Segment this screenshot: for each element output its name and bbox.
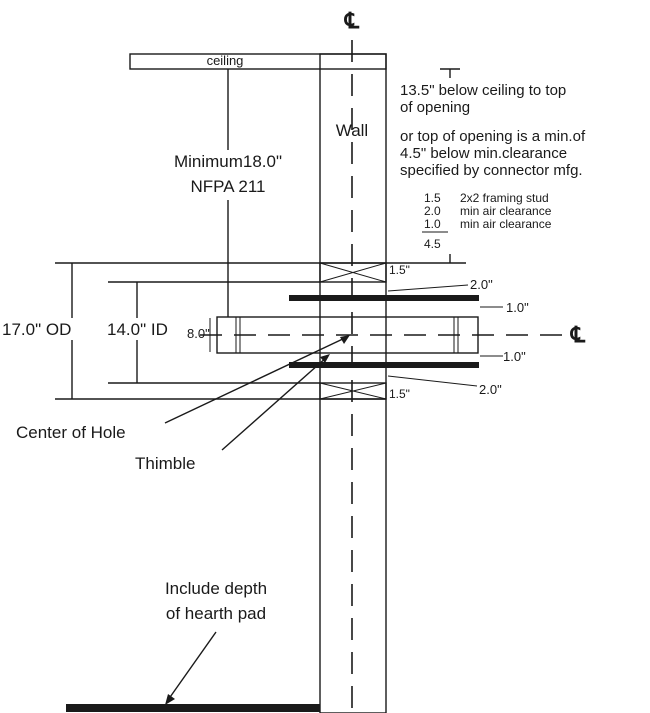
id-label-bg	[106, 318, 182, 340]
breakdown-bg	[420, 188, 620, 254]
breakdown-desc-2: min air clearance	[460, 204, 552, 218]
ceiling-label: ceiling	[207, 53, 244, 68]
framing-stud-bottom	[319, 382, 387, 400]
pipe-label-bg	[186, 324, 216, 342]
center-hole-label: Center of Hole	[16, 423, 126, 442]
center-hole-leader	[164, 336, 348, 424]
right-centerline-symbol: ℄	[570, 322, 586, 347]
hearth-line1: Include depth	[165, 579, 267, 598]
gap-top-label: 1.0"	[506, 300, 529, 315]
breakdown-total: 4.5	[424, 237, 441, 251]
thimble-plate-bottom	[289, 362, 479, 368]
air-top-label: 2.0"	[470, 277, 493, 292]
top-note-line3: or top of opening is a min.of	[400, 128, 586, 145]
air-bottom-label: 2.0"	[479, 382, 502, 397]
pipe-diameter-label: 8.0"	[187, 326, 210, 341]
wall-label: Wall	[336, 121, 368, 140]
id-label: 14.0" ID	[107, 320, 168, 339]
hearth-arrowhead	[165, 694, 175, 705]
top-note-line4: 4.5" below min.clearance	[400, 145, 567, 162]
thimble-label: Thimble	[135, 454, 195, 473]
thimble-plate-top	[289, 295, 479, 301]
od-label: 17.0" OD	[2, 320, 71, 339]
breakdown-value-1: 1.5	[424, 191, 441, 205]
hearth-line2: of hearth pad	[166, 604, 266, 623]
od-label-bg	[0, 318, 104, 340]
air-top-leader	[387, 284, 469, 292]
hearth-pad	[66, 704, 320, 712]
top-note-line2: of opening	[400, 99, 470, 116]
thimble-arrowhead	[320, 354, 330, 363]
breakdown-desc-1: 2x2 framing stud	[460, 191, 549, 205]
top-note-bg	[397, 78, 649, 188]
center-hole-arrowhead	[340, 335, 350, 344]
thimble-leader	[221, 356, 328, 451]
stud-top-label: 1.5"	[389, 263, 410, 277]
min-clearance-line2: NFPA 211	[191, 177, 266, 196]
min-clearance-label-bg	[150, 150, 310, 200]
hearth-leader	[167, 631, 217, 701]
air-bottom-leader	[387, 375, 478, 387]
gap-bottom-label: 1.0"	[503, 349, 526, 364]
top-centerline-symbol: ℄	[344, 8, 360, 33]
top-note-line1: 13.5" below ceiling to top	[400, 82, 566, 99]
ceiling-board	[129, 53, 387, 70]
min-clearance-line1: Minimum18.0"	[174, 152, 282, 171]
breakdown-value-2: 2.0	[424, 204, 441, 218]
stud-bottom-label: 1.5"	[389, 387, 410, 401]
breakdown-desc-3: min air clearance	[460, 217, 552, 231]
framing-stud-top	[319, 262, 387, 283]
top-note-line5: specified by connector mfg.	[400, 162, 583, 179]
breakdown-value-3: 1.0	[424, 217, 441, 231]
